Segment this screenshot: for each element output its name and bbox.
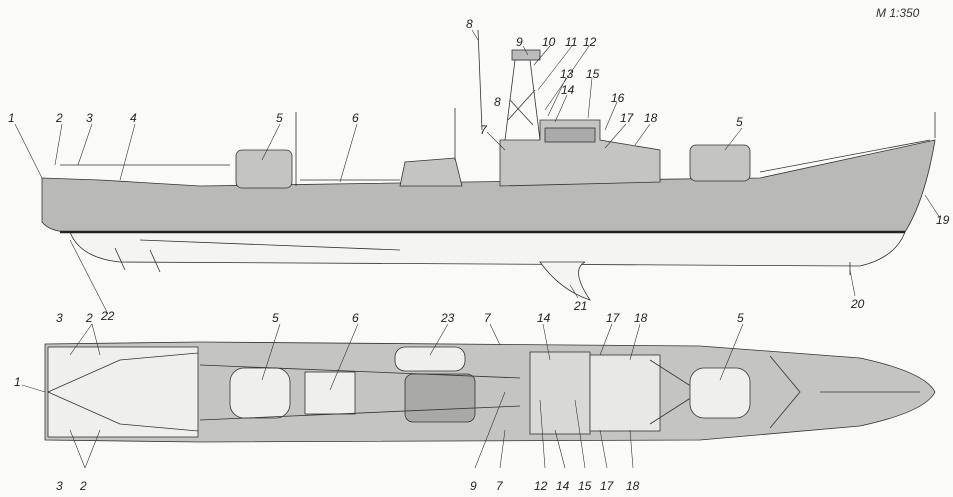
callout-label: 19 [936,213,950,227]
fwd-turret [689,144,751,182]
callout-label: 18 [626,479,640,493]
keel-fin [539,261,591,301]
side-profile [41,29,936,301]
callout-label: 17 [606,311,620,325]
callout-label: 8 [494,95,501,109]
rudder-propellers [114,239,401,273]
callout-label: 18 [634,311,648,325]
callout-label: 12 [534,479,548,493]
callout-label: 6 [352,111,359,125]
callout-label: 1 [14,375,21,389]
callout-label: 17 [620,111,634,125]
callout-label: 13 [560,67,574,81]
deck-rails [199,364,521,421]
bridge [544,127,596,143]
leader-lines [14,29,941,469]
callout-label: 5 [276,111,283,125]
aft-turret-plan [229,367,291,419]
callout-label: 15 [586,67,600,81]
callout-label: 16 [611,91,625,105]
radar-antenna [511,49,541,61]
callout-label: 2 [56,111,63,125]
callout-label: 10 [542,35,556,49]
callout-label: 1 [8,111,15,125]
callout-label: 11 [565,35,578,49]
callout-label: 5 [272,311,279,325]
callout-label: 4 [130,111,137,125]
callout-label: 14 [537,311,551,325]
callout-label: 14 [561,83,575,97]
aft-turret [235,149,293,189]
callout-label: 8 [466,17,473,31]
mast-lattice [477,29,541,141]
callout-label: 20 [851,297,865,311]
callout-label: 2 [86,311,93,325]
stern-lines [47,352,199,432]
callout-label: 3 [56,311,63,325]
bridge-plan [529,351,591,435]
funnel-plan [404,373,476,423]
callout-label: 21 [574,299,588,313]
callout-label: 18 [644,111,658,125]
callout-label: 5 [736,115,743,129]
quarterdeck [47,346,199,438]
scale-label: M 1:350 [876,6,920,20]
callout-label: 6 [352,311,359,325]
callout-label: 3 [86,111,93,125]
callout-label: 7 [480,123,487,137]
callout-label: 17 [600,479,614,493]
superstructure [499,119,661,187]
funnel [399,157,463,187]
superstructure-plan [589,354,661,432]
hull-underwater [69,231,906,267]
hull [41,139,936,233]
bow-lines [769,355,920,429]
callout-label: 9 [516,35,523,49]
boat [394,346,466,372]
fwd-turret-plan [689,367,751,419]
callout-label: 23 [441,311,455,325]
callout-label: 3 [56,479,63,493]
bulwark-rail [60,139,931,181]
callout-label: 2 [80,479,87,493]
plan-view [44,341,936,443]
callout-label: 14 [556,479,570,493]
callout-label: 15 [578,479,592,493]
callout-label: 9 [470,479,477,493]
callout-label: 7 [484,311,491,325]
rocket-launcher-grid [304,371,356,415]
callout-label: 5 [737,311,744,325]
callout-label: 22 [101,309,115,323]
callout-label: 7 [496,479,503,493]
callout-label: 12 [583,35,597,49]
